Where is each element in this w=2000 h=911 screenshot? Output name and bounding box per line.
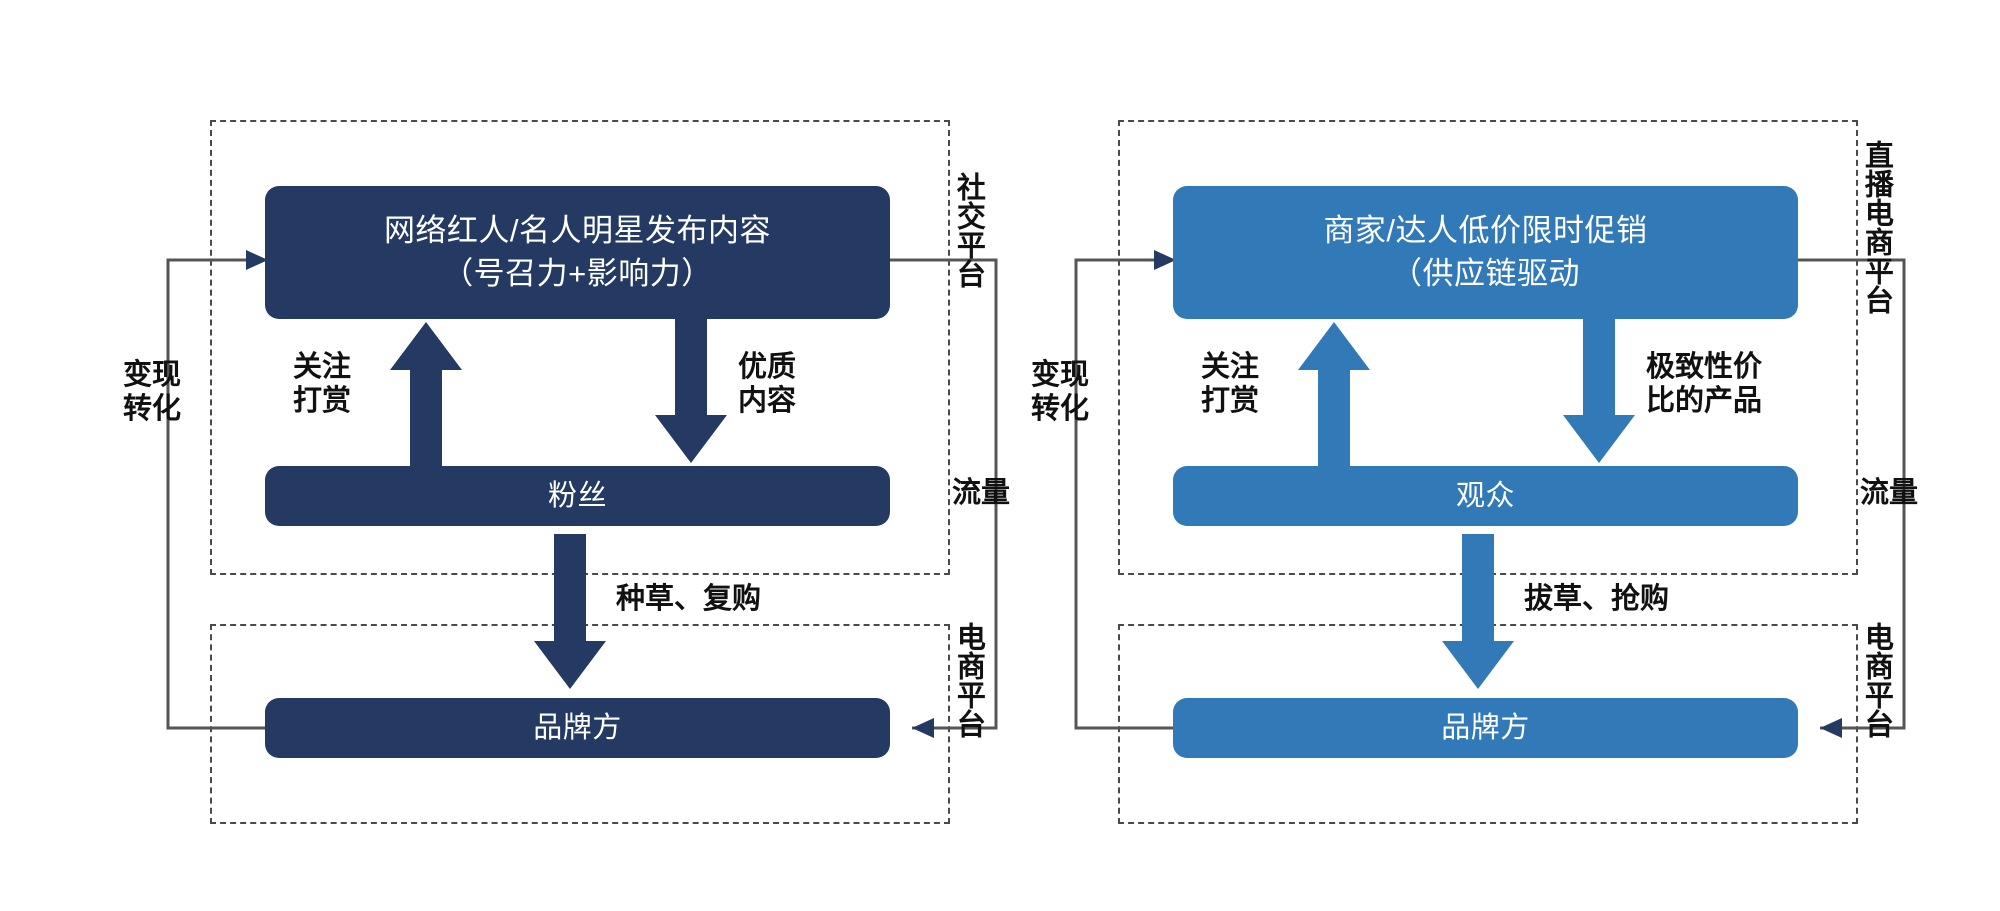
left-to-brand-label: 种草、复购 <box>616 583 762 615</box>
right-right-top-label: 直播电商平台 <box>1860 140 1892 321</box>
right-mid-node[interactable]: 观众 <box>1173 466 1798 526</box>
right-right-mid-label: 流量 <box>1860 477 1919 509</box>
left-mid-node[interactable]: 粉丝 <box>265 466 890 526</box>
left-top-node-line1: 网络红人/名人明星发布内容 <box>383 212 772 248</box>
left-down-arrow-label: 优质 内容 <box>738 350 828 418</box>
left-up-fat-arrow <box>390 322 462 467</box>
right-bottom-node-label: 品牌方 <box>1441 711 1530 744</box>
right-top-node[interactable]: 商家/达人低价限时促销 （供应链驱动 <box>1173 186 1798 319</box>
left-up-arrow-label-line1: 关注 <box>293 351 352 383</box>
left-up-arrow-label-line2: 打赏 <box>293 385 352 418</box>
left-up-arrow-label: 关注 打赏 <box>293 350 383 418</box>
left-to-brand-fat-arrow <box>534 534 606 689</box>
left-down-arrow-label-line1: 优质 <box>738 351 797 383</box>
left-down-arrow-label-line2: 内容 <box>738 385 797 418</box>
right-right-bottom-label: 电商平台 <box>1860 622 1892 745</box>
left-bottom-node-label: 品牌方 <box>533 711 622 744</box>
left-top-node[interactable]: 网络红人/名人明星发布内容 （号召力+影响力） <box>265 186 890 319</box>
right-bottom-node[interactable]: 品牌方 <box>1173 698 1798 758</box>
right-right-bottom-label-text: 电商平台 <box>1860 622 1893 738</box>
right-down-arrow-label: 极致性价 比的产品 <box>1646 350 1776 418</box>
right-loop-label-line1: 变现 <box>1031 359 1090 391</box>
right-loop-label: 变现 转化 <box>1031 358 1123 426</box>
right-down-fat-arrow <box>1563 318 1635 463</box>
left-mid-node-label: 粉丝 <box>547 479 607 512</box>
left-right-top-label-text: 社交平台 <box>952 172 985 288</box>
right-up-arrow-label: 关注 打赏 <box>1201 350 1291 418</box>
left-top-node-line2: （号召力+影响力） <box>442 255 713 291</box>
right-loop-label-line2: 转化 <box>1031 393 1090 426</box>
right-top-node-line2: （供应链驱动 <box>1391 255 1580 291</box>
left-down-fat-arrow <box>655 318 727 463</box>
right-down-arrow-label-line2: 比的产品 <box>1646 385 1763 418</box>
left-loop-label: 变现 转化 <box>123 358 215 426</box>
right-up-fat-arrow <box>1298 322 1370 467</box>
right-down-arrow-label-line1: 极致性价 <box>1646 351 1763 383</box>
right-to-brand-label: 拔草、抢购 <box>1524 583 1670 615</box>
right-up-arrow-label-line2: 打赏 <box>1201 385 1260 418</box>
right-up-arrow-label-line1: 关注 <box>1201 351 1260 383</box>
left-loop-label-line1: 变现 <box>123 359 182 391</box>
left-right-bottom-label: 电商平台 <box>952 622 984 745</box>
right-right-top-label-text: 直播电商平台 <box>1860 140 1893 314</box>
right-mid-node-label: 观众 <box>1455 479 1515 512</box>
left-right-top-label: 社交平台 <box>952 172 984 295</box>
right-top-node-line1: 商家/达人低价限时促销 <box>1323 212 1648 248</box>
left-bottom-node[interactable]: 品牌方 <box>265 698 890 758</box>
left-right-bottom-label-text: 电商平台 <box>952 622 985 738</box>
left-right-mid-label: 流量 <box>952 477 1011 509</box>
right-to-brand-fat-arrow <box>1442 534 1514 689</box>
left-loop-label-line2: 转化 <box>123 393 182 426</box>
